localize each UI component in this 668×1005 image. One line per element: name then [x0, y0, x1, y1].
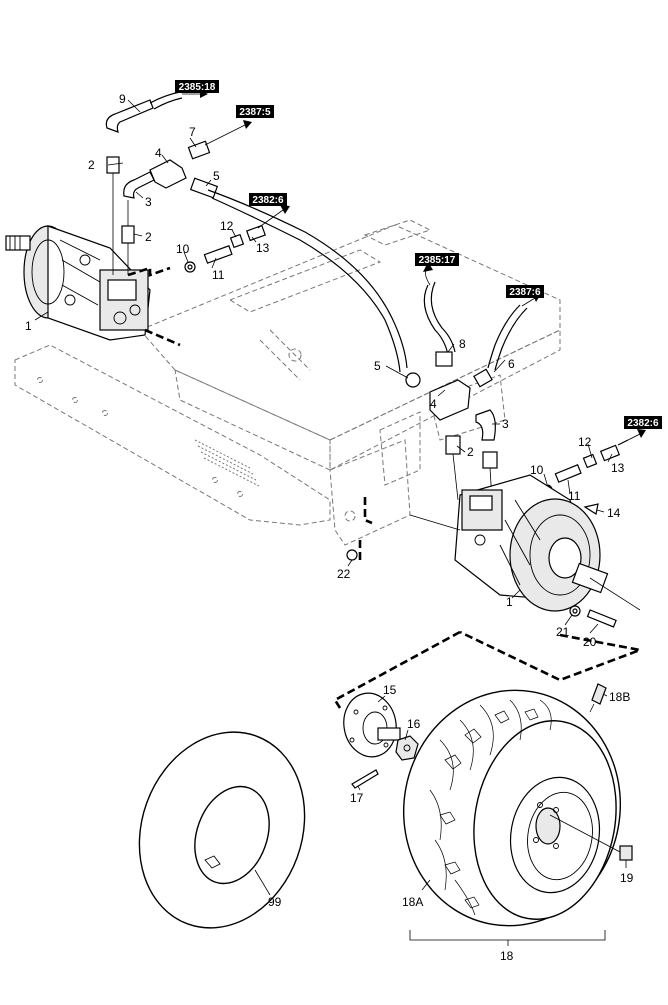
nut-22	[346, 549, 358, 561]
cotter-pin-17	[351, 769, 379, 789]
callout-2c: 2	[467, 445, 474, 459]
callout-18: 18	[500, 949, 514, 963]
callout-3a: 3	[145, 195, 152, 209]
callout-5b: 5	[374, 359, 381, 373]
wheel-motor-left	[5, 225, 151, 341]
ref-text-2387-6: 2387:6	[509, 287, 541, 298]
callout-2b: 2	[145, 230, 152, 244]
callout-labels: 9 7 2 4 5 3 2 12 10 13 11 1 8 5 6 4 3 2 …	[25, 92, 634, 963]
callout-1a: 1	[25, 319, 32, 333]
ref-text-2382-6-right: 2382:6	[627, 418, 659, 429]
callout-14: 14	[607, 506, 621, 520]
hub-dashed-leader	[333, 630, 645, 709]
ref-text-2385-18: 2385:18	[179, 82, 216, 93]
callout-13a: 13	[256, 241, 270, 255]
wheel-motor-right	[454, 474, 609, 612]
nut-16	[395, 735, 419, 761]
callout-7: 7	[189, 125, 196, 139]
inner-tube-99	[138, 731, 306, 929]
callout-15: 15	[383, 683, 397, 697]
callout-13b: 13	[611, 461, 625, 475]
callout-11a: 11	[212, 268, 225, 282]
frame-grille	[194, 439, 260, 487]
callout-6: 6	[508, 357, 515, 371]
ref-text-2387-5: 2387:5	[239, 107, 271, 118]
callout-1b: 1	[506, 595, 513, 609]
callout-10a: 10	[176, 242, 190, 256]
callout-11b: 11	[568, 489, 581, 503]
ref-tag-2387-5: 2387:5	[204, 105, 274, 146]
ref-tag-2385-17: 2385:17	[415, 253, 459, 286]
center-fittings	[405, 281, 528, 501]
callout-20: 20	[583, 635, 597, 649]
callout-2a: 2	[88, 158, 95, 172]
callout-10b: 10	[530, 463, 544, 477]
callout-19: 19	[620, 871, 634, 885]
right-axle-leader	[409, 514, 641, 611]
valve-stem-18b	[589, 683, 607, 713]
callout-8: 8	[459, 337, 466, 351]
callout-21: 21	[556, 625, 570, 639]
callout-12a: 12	[220, 219, 234, 233]
ref-tag-2385-18: 2385:18	[175, 80, 219, 98]
callout-4a: 4	[155, 146, 162, 160]
ref-tag-2382-6-right: 2382:6	[624, 416, 662, 441]
callout-18B: 18B	[609, 690, 630, 704]
right-dashed-leader	[358, 497, 373, 560]
bolt-and-washer	[569, 605, 617, 628]
ref-text-2382-6-left: 2382:6	[252, 195, 284, 206]
left-dashed-leader-2	[144, 328, 181, 347]
left-fittings	[105, 91, 408, 373]
ref-tag-2382-6-left: 2382:6	[249, 193, 290, 229]
vehicle-frame	[14, 219, 561, 546]
callout-16: 16	[407, 717, 421, 731]
left-dashed-leader	[127, 266, 171, 277]
callout-5a: 5	[213, 169, 220, 183]
callout-22: 22	[337, 567, 351, 581]
hub-15	[343, 692, 401, 758]
callout-12b: 12	[578, 435, 592, 449]
callout-9: 9	[119, 92, 126, 106]
rim-18	[509, 776, 601, 894]
callout-17: 17	[350, 791, 364, 805]
callout-99: 99	[268, 895, 282, 909]
callout-18A: 18A	[402, 895, 423, 909]
ref-text-2385-17: 2385:17	[419, 255, 456, 266]
callout-leaders	[34, 99, 627, 896]
ref-tag-2387-6: 2387:6	[506, 285, 544, 307]
bracket-18	[409, 930, 606, 941]
callout-4b: 4	[430, 397, 437, 411]
callout-3b: 3	[502, 417, 509, 431]
